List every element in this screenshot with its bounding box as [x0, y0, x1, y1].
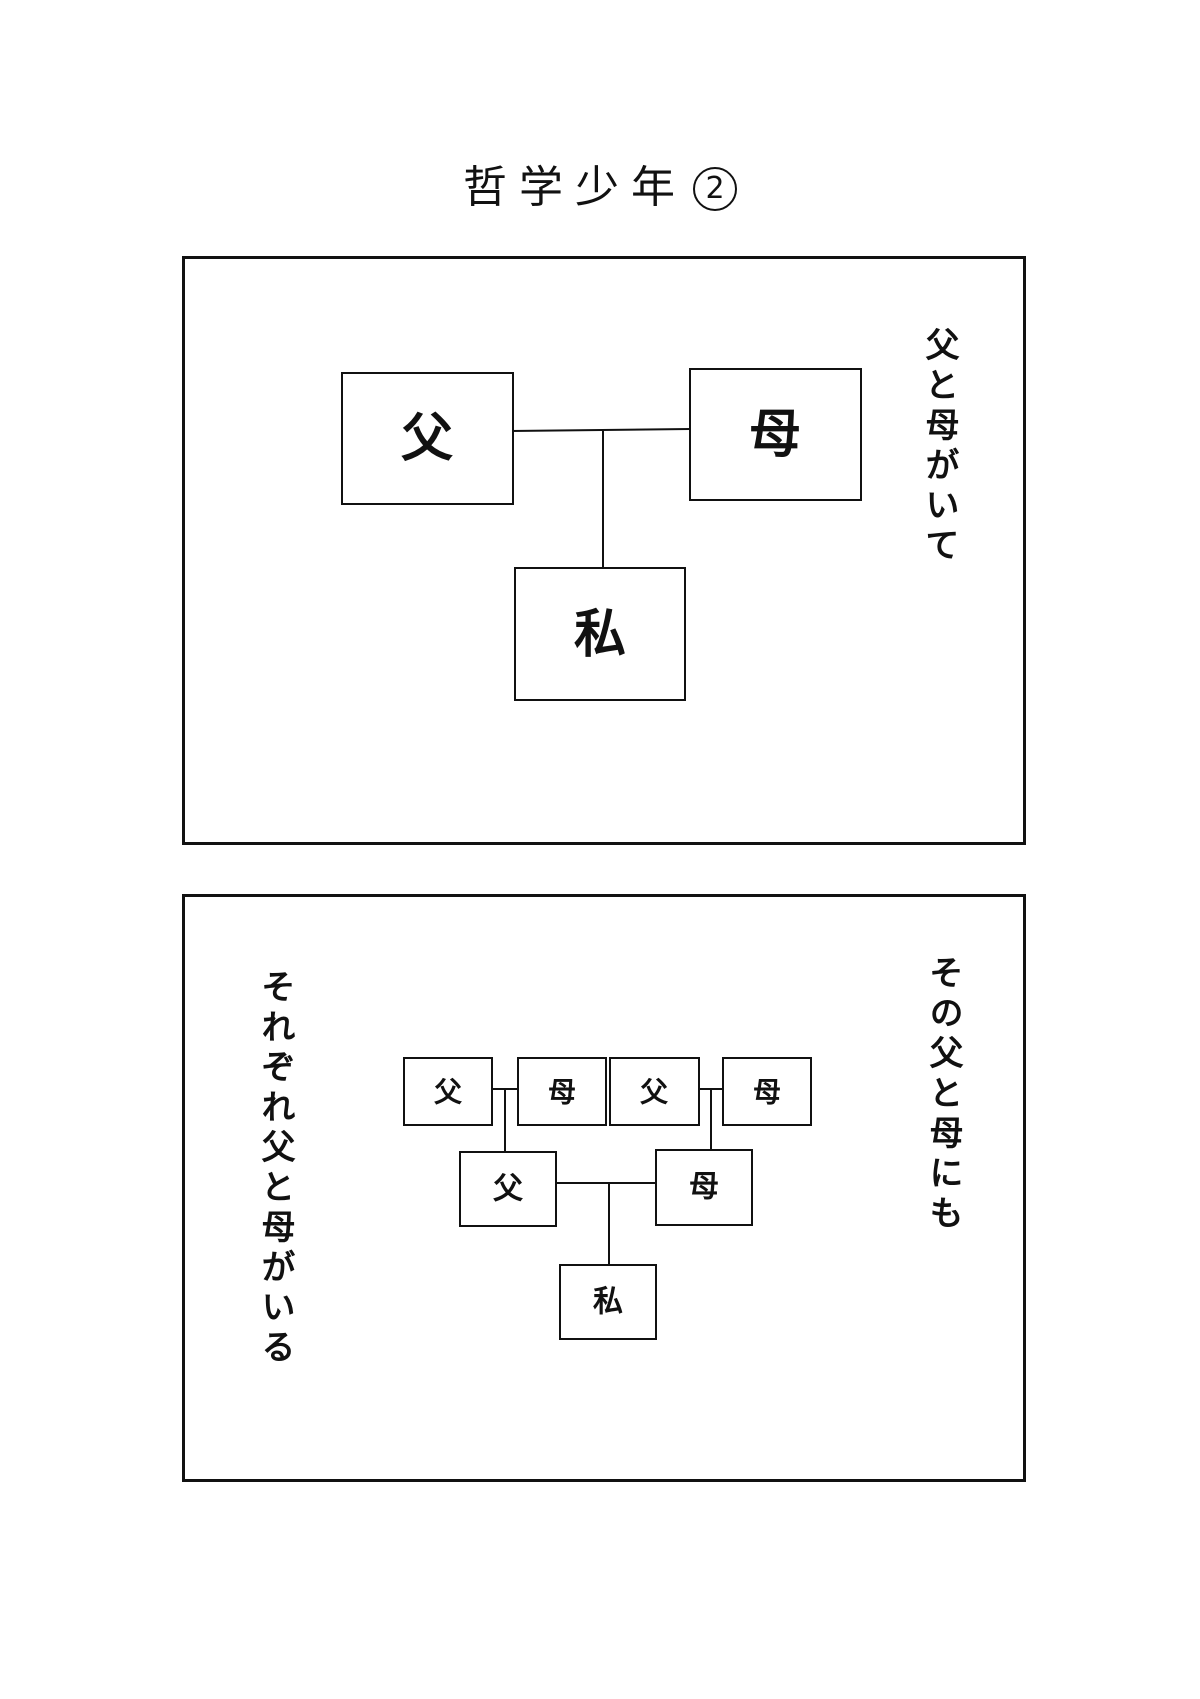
father-label: 父 — [401, 409, 453, 469]
family-tree-diagram-1: 父 母 私 — [341, 368, 862, 701]
maternal-grandfather-box: 父 — [609, 1057, 700, 1126]
mother-box: 母 — [689, 368, 862, 501]
panel-1: 父 母 私 父と母がいて — [182, 256, 1026, 845]
parents-connector — [510, 428, 691, 432]
title-number-badge: 2 — [693, 167, 737, 211]
page-title-text: 哲学少年 — [463, 162, 687, 213]
family-tree-diagram-2: 父 母 父 母 父 母 私 — [403, 1057, 812, 1340]
father-box: 父 — [341, 372, 514, 505]
panel1-caption: 父と母がいて — [919, 327, 959, 567]
mother-box-2: 母 — [655, 1149, 753, 1226]
panel2-caption-left: それぞれ父と母がいる — [255, 969, 295, 1369]
father-label-2: 父 — [493, 1172, 523, 1207]
paternal-grandfather-label: 父 — [434, 1076, 463, 1109]
panel-2: 父 母 父 母 父 母 私 その父と母にも それぞれ父と母がいる — [182, 894, 1026, 1482]
panel2-caption-right: その父と母にも — [923, 955, 963, 1235]
maternal-grandmother-box: 母 — [722, 1057, 812, 1126]
paternal-grandfather-box: 父 — [403, 1057, 493, 1126]
me-box: 私 — [514, 567, 686, 701]
me-label: 私 — [574, 605, 626, 665]
me-label-2: 私 — [593, 1285, 623, 1320]
mother-label: 母 — [749, 405, 801, 465]
me-box-2: 私 — [559, 1264, 657, 1340]
paternal-grandmother-label: 母 — [548, 1076, 576, 1109]
paternal-grandmother-box: 母 — [517, 1057, 607, 1126]
father-box-2: 父 — [459, 1151, 557, 1227]
mother-label-2: 母 — [689, 1170, 719, 1205]
maternal-grandmother-label: 母 — [753, 1076, 781, 1109]
maternal-grandfather-label: 父 — [640, 1076, 669, 1109]
